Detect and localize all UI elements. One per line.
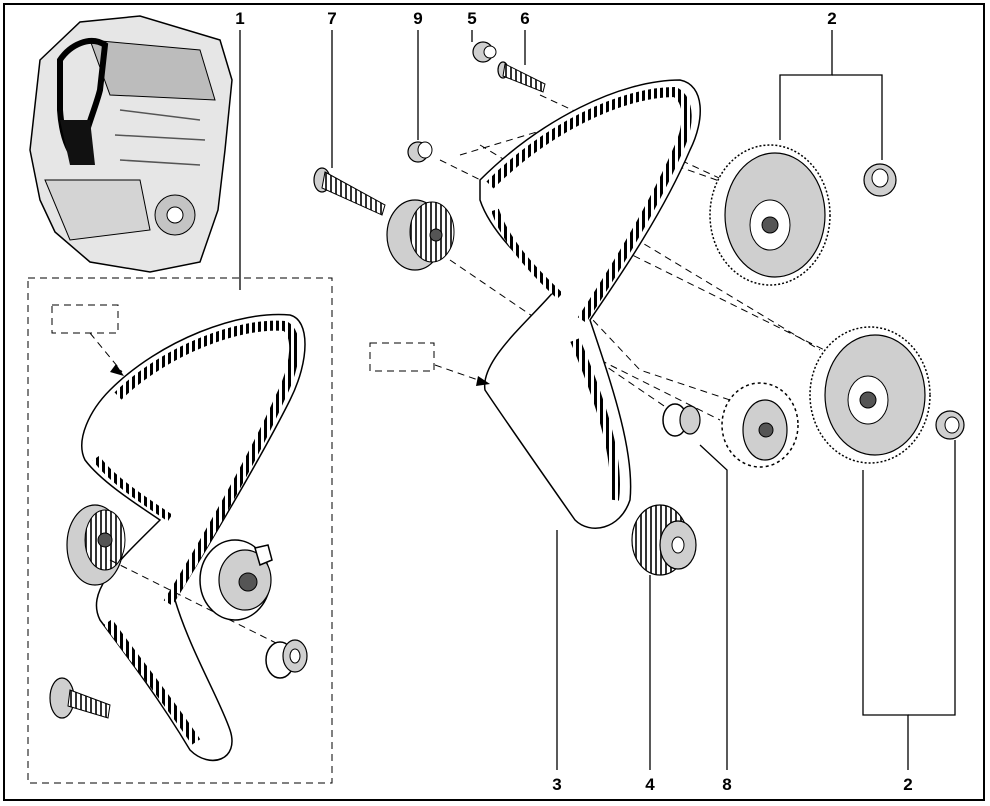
kit-bolt	[49, 677, 111, 719]
nut-9	[407, 141, 433, 163]
callout-6: 6	[520, 9, 529, 28]
camshaft-pulley-upper	[709, 144, 831, 286]
engine-thumbnail	[29, 15, 233, 273]
callout-2-top: 2	[827, 9, 836, 28]
callout-9: 9	[413, 9, 422, 28]
tensioner-wheel	[721, 382, 799, 468]
kit-tensioner	[199, 539, 273, 621]
kit-dashed-box	[27, 277, 333, 784]
kit-timing-belt	[81, 313, 306, 761]
callout-3: 3	[552, 775, 561, 794]
nut-5	[472, 41, 497, 63]
camshaft-pulley-lower	[809, 326, 931, 464]
diagram-frame	[3, 3, 985, 801]
bolt-6	[497, 61, 546, 93]
callout-8: 8	[722, 775, 731, 794]
kit-label-box	[51, 304, 119, 334]
kit-spacer	[265, 639, 308, 679]
belt-label-box	[369, 342, 435, 372]
belt-label-leader	[434, 364, 485, 383]
crankshaft-sprocket	[631, 504, 697, 576]
callout-5: 5	[467, 9, 476, 28]
spacer-8	[662, 403, 701, 437]
callout-1: 1	[235, 9, 244, 28]
main-timing-belt	[479, 79, 701, 529]
long-bolt-7	[313, 167, 386, 216]
callout-4: 4	[645, 775, 655, 794]
nut-2-upper	[863, 163, 897, 197]
callout-2-bottom: 2	[903, 775, 912, 794]
nut-2-lower	[935, 410, 965, 440]
idler-roller-upper	[386, 199, 455, 271]
kit-idler-roller	[66, 504, 126, 586]
callout-7: 7	[327, 9, 336, 28]
